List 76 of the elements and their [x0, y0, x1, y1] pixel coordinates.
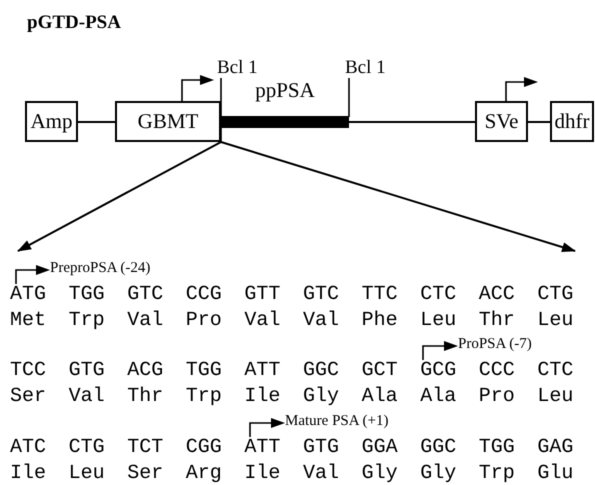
codon: ATG: [10, 285, 46, 305]
amino-acid: Ile: [244, 464, 280, 484]
amino-acid: Thr: [478, 311, 515, 331]
codon: CCC: [478, 361, 515, 381]
codon: GTC: [127, 285, 164, 305]
codon: GGA: [362, 438, 398, 458]
amino-acid: Arg: [186, 464, 222, 484]
backbone-line: [78, 121, 115, 123]
restriction-site-label: Bcl 1: [217, 58, 258, 77]
codon: TTC: [362, 285, 398, 305]
amino-acid: Phe: [362, 311, 398, 331]
codon: GTT: [244, 285, 280, 305]
codon: CTC: [537, 361, 574, 381]
codon: TCC: [10, 361, 46, 381]
codon: CTG: [537, 285, 574, 305]
codon: GTG: [68, 361, 105, 381]
amino-acid: Ser: [127, 464, 164, 484]
amino-acid: Val: [127, 311, 164, 331]
amino-acid: Gly: [303, 387, 340, 407]
codon: ACC: [478, 285, 515, 305]
amino-acid: Pro: [478, 387, 515, 407]
codon: GCG: [420, 361, 456, 381]
codon: ATT: [244, 361, 280, 381]
codon: TGG: [478, 438, 515, 458]
backbone-line: [349, 121, 475, 123]
amino-acid: Ala: [362, 387, 398, 407]
amino-acid: Val: [303, 311, 340, 331]
codon: TGG: [186, 361, 222, 381]
codon: GCT: [362, 361, 398, 381]
codon: ACG: [127, 361, 164, 381]
start-site-label: ProPSA (-7): [458, 337, 532, 352]
start-site-label: Mature PSA (+1): [285, 414, 388, 429]
codon: GTG: [303, 438, 340, 458]
amino-acid: Gly: [362, 464, 398, 484]
amino-acid: Thr: [127, 387, 164, 407]
amino-acid: Leu: [68, 464, 105, 484]
diagram-title: pGTD-PSA: [27, 11, 121, 35]
amino-acid: Leu: [537, 387, 574, 407]
codon: CTG: [68, 438, 105, 458]
expansion-arrow: [17, 141, 222, 252]
codon: ATT: [244, 438, 280, 458]
restriction-site-label: Bcl 1: [345, 58, 386, 77]
codon: CGG: [186, 438, 222, 458]
codon: GTC: [303, 285, 340, 305]
gene-box: dhfr: [550, 101, 594, 142]
amino-acid: Pro: [186, 311, 222, 331]
amino-acid: Ile: [244, 387, 280, 407]
codon: GGC: [420, 438, 456, 458]
amino-acid: Val: [244, 311, 280, 331]
codon: CCG: [186, 285, 222, 305]
gene-box: GBMT: [115, 101, 221, 142]
amino-acid: Gly: [420, 464, 456, 484]
amino-acid: Ile: [10, 464, 46, 484]
amino-acid: Leu: [537, 311, 574, 331]
gene-box: Amp: [25, 101, 78, 142]
amino-acid: Val: [68, 387, 105, 407]
gene-box: SVe: [475, 101, 528, 142]
codon: ATC: [10, 438, 46, 458]
codon: CTC: [420, 285, 456, 305]
amino-acid: Ala: [420, 387, 456, 407]
amino-acid: Trp: [186, 387, 222, 407]
codon: GGC: [303, 361, 340, 381]
expansion-arrow: [220, 141, 576, 252]
codon: GAG: [537, 438, 574, 458]
amino-acid: Met: [10, 311, 46, 331]
amino-acid: Ser: [10, 387, 46, 407]
codon: TCT: [127, 438, 164, 458]
amino-acid: Trp: [478, 464, 515, 484]
amino-acid: Leu: [420, 311, 456, 331]
start-site-label: PreproPSA (-24): [50, 261, 150, 276]
gene-label: ppPSA: [255, 80, 315, 101]
amino-acid: Glu: [537, 464, 574, 484]
amino-acid: Val: [303, 464, 340, 484]
backbone-line: [528, 121, 550, 123]
codon: TGG: [68, 285, 105, 305]
amino-acid: Trp: [68, 311, 105, 331]
